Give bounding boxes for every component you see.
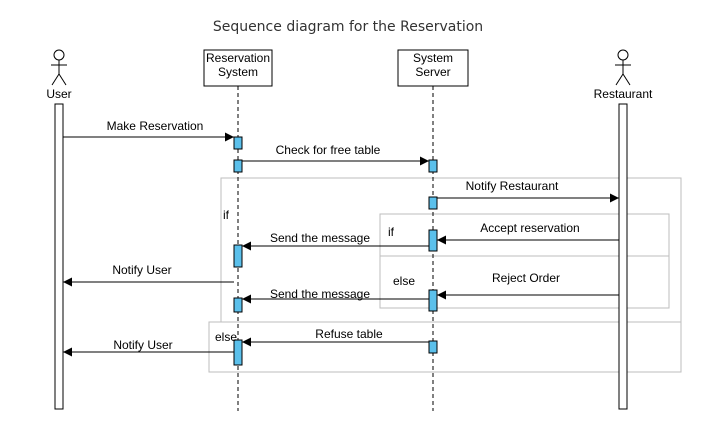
diagram-title: Sequence diagram for the Reservation [213, 19, 483, 35]
activation-reservation-4 [233, 297, 243, 313]
reservation-system-box [203, 49, 273, 87]
activation-reservation-3 [233, 244, 243, 268]
activation-reservation-2 [233, 159, 243, 173]
outer-else-label: else [215, 330, 237, 344]
msg-accept-reservation: Accept reservation [480, 221, 579, 235]
msg-send-message-1: Send the message [270, 231, 370, 245]
msg-notify-user-1: Notify User [112, 263, 171, 277]
msg-refuse-table: Refuse table [315, 327, 383, 341]
system-server-label-2: Server [415, 65, 450, 79]
msg-send-message-2: Send the message [270, 287, 370, 301]
activation-server-5 [428, 340, 438, 354]
msg-notify-user-2: Notify User [113, 338, 172, 352]
outer-if-label: if [223, 208, 230, 222]
inner-if-label: if [388, 225, 395, 239]
system-server-label-1: System [413, 51, 453, 65]
msg-reject-order: Reject Order [492, 271, 560, 285]
outer-else-fragment [208, 321, 682, 373]
inner-else-label: else [393, 274, 415, 288]
activation-server-4 [428, 289, 438, 312]
msg-notify-restaurant: Notify Restaurant [466, 179, 559, 193]
activation-server-3 [428, 229, 438, 252]
inner-alt-fragment [379, 213, 670, 309]
restaurant-label: Restaurant [594, 87, 653, 101]
activation-server-1 [428, 159, 438, 173]
activation-server-2 [428, 196, 438, 210]
msg-make-reservation: Make Reservation [107, 119, 204, 133]
user-actor [51, 49, 67, 86]
user-lifeline-bar [54, 103, 64, 410]
user-label: User [46, 87, 71, 101]
reservation-system-label-2: System [218, 65, 258, 79]
reservation-system-label-1: Reservation [206, 51, 270, 65]
msg-check-table: Check for free table [276, 143, 381, 157]
activation-reservation-1 [233, 136, 243, 150]
restaurant-lifeline-bar [618, 103, 628, 410]
restaurant-actor [615, 49, 631, 86]
